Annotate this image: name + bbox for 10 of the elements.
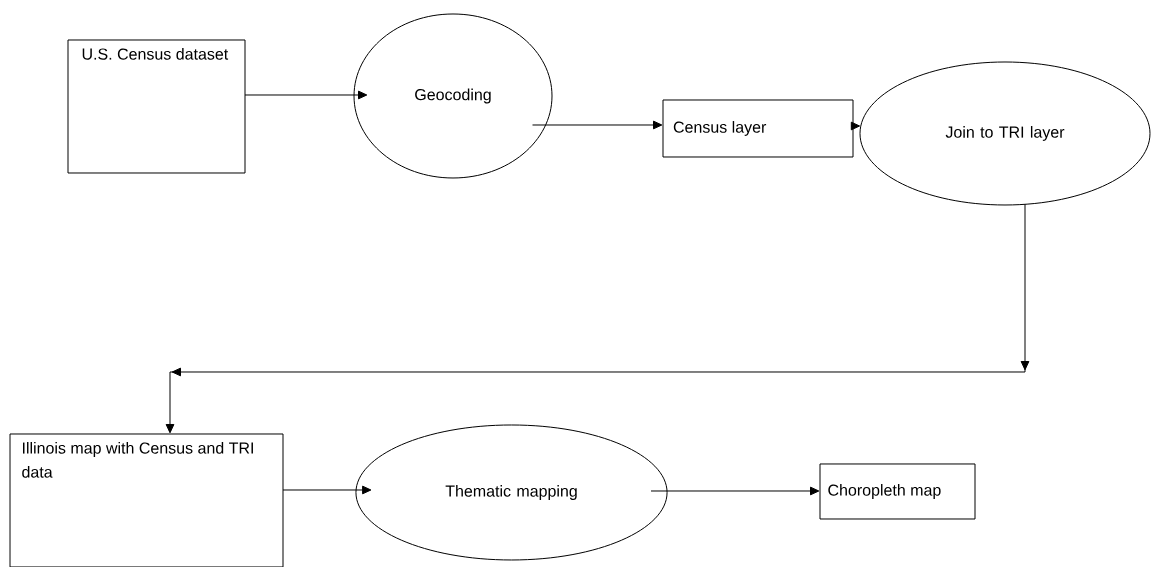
process-box: Census layer [662,99,854,158]
arrow [650,486,820,496]
process-box: U.S. Census dataset [67,39,246,174]
arrow [165,203,1030,434]
process-box: Choropleth map [819,463,976,520]
process-box: Illinois map with Census and TRI data [9,433,284,567]
arrow [532,120,663,130]
arrow [282,485,372,495]
arrow [244,90,368,100]
arrow [850,121,861,131]
